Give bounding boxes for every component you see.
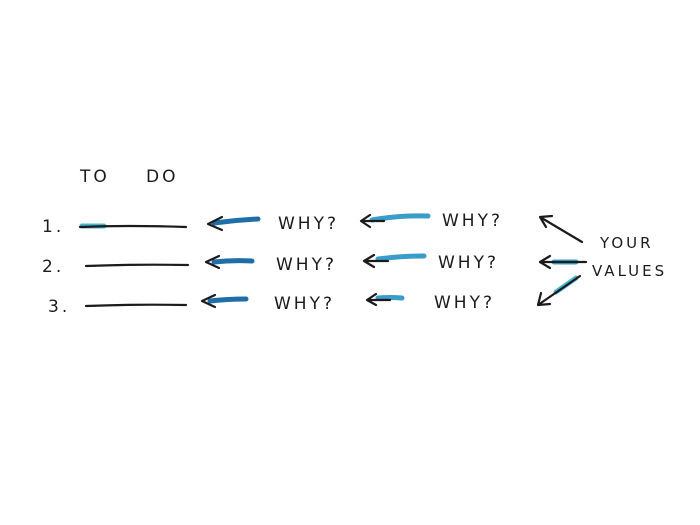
arrow-head-icon: [359, 213, 386, 229]
why-inner: WHY?: [278, 214, 339, 234]
values-arrows: [536, 214, 588, 307]
row-number: 3.: [48, 297, 70, 317]
arrow-shaft-blue: [211, 216, 261, 226]
todo-line: [78, 224, 188, 229]
arrow-shaft-blue: [375, 295, 405, 301]
why-inner: WHY?: [274, 294, 335, 314]
arrow-shaft-blue: [207, 296, 249, 304]
why-outer: WHY?: [442, 211, 503, 231]
row-number: 2.: [42, 257, 64, 277]
header-do: DO: [146, 167, 178, 187]
arrow-shaft-blue: [369, 213, 431, 223]
row-3: 3. WHY? WHY?: [48, 292, 495, 317]
todo-line: [84, 303, 188, 308]
arrow-head-icon: [362, 253, 390, 269]
todo-line: [84, 263, 190, 268]
row-number: 1.: [42, 217, 64, 237]
values-label-line1: YOUR: [599, 234, 654, 252]
why-outer: WHY?: [434, 293, 495, 313]
arrow-head-icon: [365, 292, 392, 307]
why-outer: WHY?: [438, 253, 499, 273]
arrow-head-icon: [200, 293, 217, 309]
header-to: TO: [79, 167, 110, 187]
arrow-shaft-blue: [211, 258, 255, 265]
values-label-line2: VALUES: [592, 262, 667, 280]
arrow-head-icon: [206, 215, 224, 232]
row-2: 2. WHY? WHY?: [42, 253, 499, 277]
arrow-head-icon: [204, 254, 221, 270]
arrow-to-row-3-icon: [536, 274, 582, 307]
arrow-to-row-1-icon: [538, 214, 584, 244]
why-inner: WHY?: [276, 255, 337, 275]
arrow-to-row-2-icon: [538, 254, 588, 270]
arrow-shaft-blue: [375, 253, 427, 262]
row-1: 1. WHY? WHY?: [42, 211, 503, 237]
